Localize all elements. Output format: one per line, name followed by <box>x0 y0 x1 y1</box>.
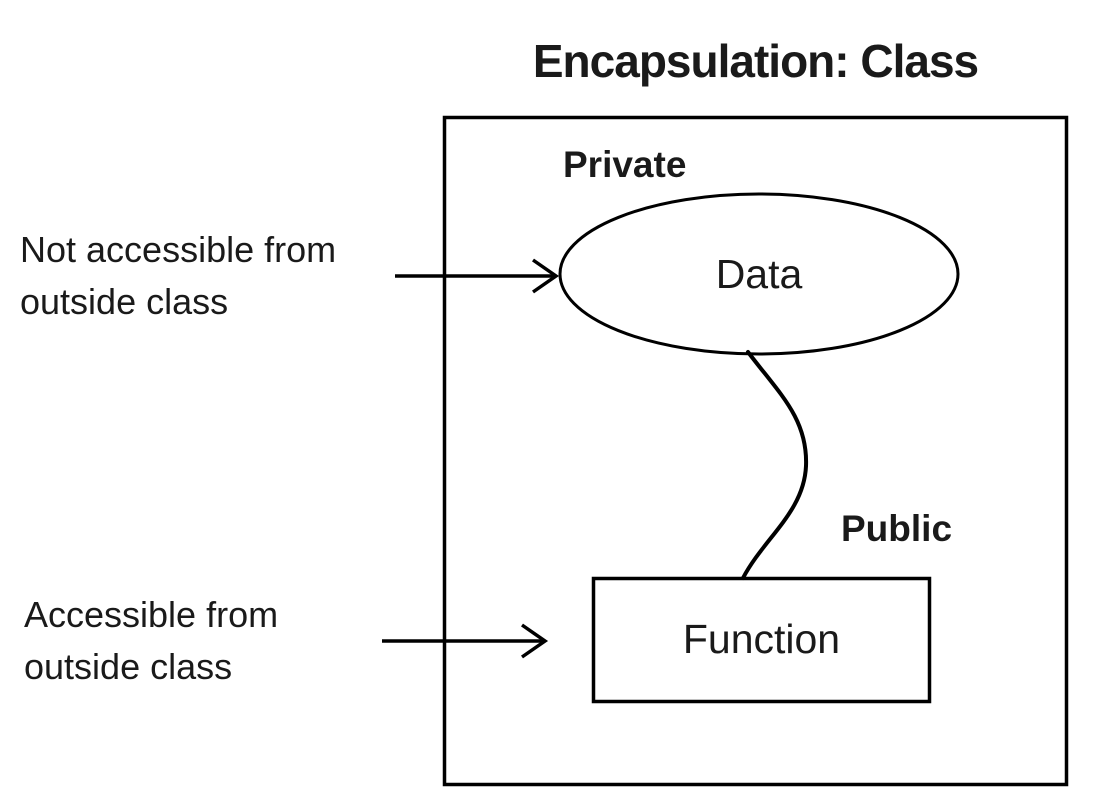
class-boundary-box <box>442 115 1069 787</box>
private-annotation-note: Not accessible from outside class <box>20 224 336 328</box>
data-ellipse <box>558 192 960 356</box>
function-box <box>591 576 932 704</box>
function-node-label: Function <box>682 616 841 662</box>
private-annotation-arrow-icon <box>395 258 560 294</box>
public-annotation-line2: outside class <box>24 646 233 687</box>
public-annotation-arrow-icon <box>382 623 549 659</box>
diagram-title: Encapsulation: Class <box>532 35 979 87</box>
public-section-label: Public <box>841 508 953 549</box>
private-section-label: Private <box>563 144 687 185</box>
private-annotation-line2: outside class <box>20 281 229 322</box>
private-annotation-line1: Not accessible from <box>20 229 337 270</box>
data-node-label: Data <box>715 251 803 297</box>
public-annotation-note: Accessible from outside class <box>24 589 278 693</box>
data-function-connector <box>741 350 809 580</box>
public-annotation-line1: Accessible from <box>24 594 279 635</box>
